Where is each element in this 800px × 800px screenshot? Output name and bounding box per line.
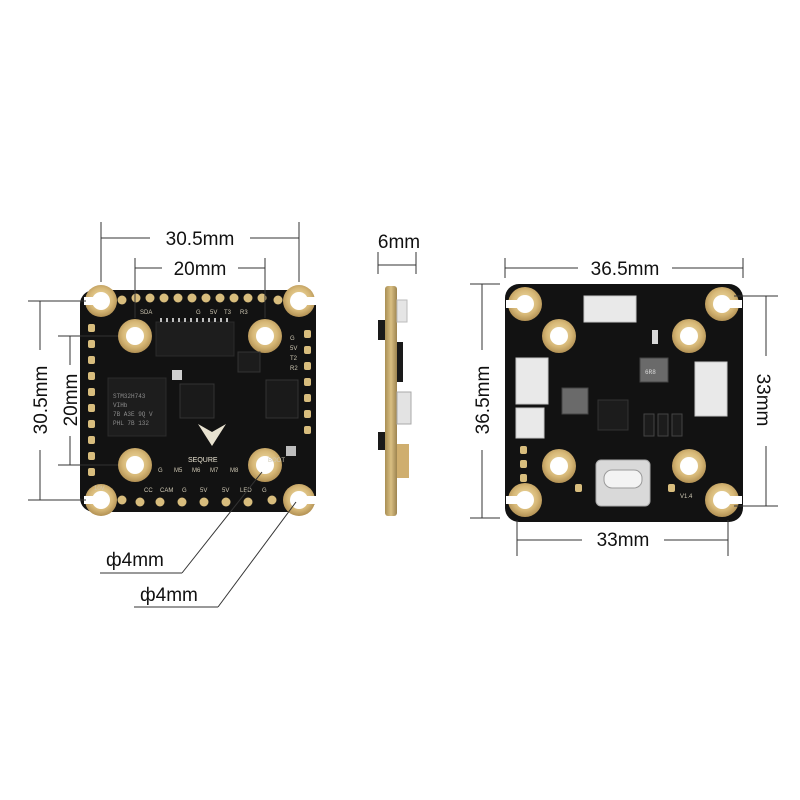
front-right-silk-labels: R2 T2 5V G [290, 336, 298, 372]
front-inner-hole-tr [248, 319, 282, 353]
side-pcb [385, 286, 397, 516]
front-width-outer-label: 30.5mm [166, 229, 235, 250]
front-top-silk-labels: SDA G 5V T3 R3 [140, 310, 248, 316]
pad-label: 5V [290, 346, 297, 352]
side-chip [397, 342, 403, 382]
back-mount-height-label: 33mm [752, 374, 773, 427]
small-component [652, 330, 658, 344]
front-top-pads [117, 293, 283, 305]
side-connector-mid [396, 391, 412, 425]
front-corner-hole-tl [84, 285, 117, 317]
brand-logo-icon [198, 424, 226, 446]
back-width-label: 36.5mm [591, 259, 660, 280]
side-dimensions: 6mm [377, 232, 420, 274]
back-inner-hole-br [672, 449, 706, 483]
mcu-label-1: STM32H743 [113, 393, 146, 400]
front-left-pads [88, 324, 95, 476]
back-inner-hole-tl [542, 319, 576, 353]
pad-label: M6 [192, 468, 201, 474]
left-pad-label: 10V [94, 486, 105, 492]
pad-label: T2 [290, 356, 298, 362]
front-dimensions: 30.5mm 20mm 30.5mm 20mm ф4mm ф4mm [28, 222, 300, 608]
mosfet [657, 413, 669, 437]
back-corner-hole-tr [705, 287, 742, 321]
back-inner-hole-tr [672, 319, 706, 353]
mcu-label-2: VIHb [113, 402, 128, 409]
front-board: STM32H743 VIHb 7B A3E 9Q V PHL 7B 132 SE… [80, 285, 316, 516]
side-usb [397, 444, 409, 478]
pad-label: G [182, 488, 187, 494]
pad-label: CC [144, 488, 153, 494]
front-bottom-pads [117, 495, 277, 507]
hole-large-label: ф4mm [106, 550, 164, 571]
osd-chip [155, 321, 235, 357]
boot-label: BOOT [268, 458, 285, 464]
connector-right [694, 361, 728, 417]
pad-label: M7 [210, 468, 219, 474]
back-corner-hole-br [705, 483, 742, 517]
brand-label: SEQURE [188, 457, 218, 464]
pad-label: SDA [140, 310, 152, 316]
front-bottom-silk-labels: CC CAM G 5V 5V LED G G M5 M6 M7 M8 [144, 468, 267, 494]
small-component [172, 370, 182, 380]
back-height-label: 36.5mm [473, 366, 494, 435]
connector-left [515, 357, 549, 405]
mcu-label-3: 7B A3E 9Q V [113, 411, 153, 418]
side-board [378, 286, 412, 516]
pad-label: M8 [230, 468, 239, 474]
front-corner-hole-tr [283, 285, 316, 317]
side-bottom-part [378, 320, 385, 340]
pad-label: T3 [224, 310, 232, 316]
inductor-6r8 [639, 357, 669, 383]
back-board: 6R8 V1.4 [505, 284, 743, 522]
hole-small-label: ф4mm [140, 585, 198, 606]
side-thickness-label: 6mm [378, 232, 420, 253]
pad-label: 5V [210, 310, 217, 316]
connector-left-2 [515, 407, 545, 439]
back-mount-width-label: 33mm [597, 530, 650, 551]
pad-label: G [158, 468, 163, 474]
front-inner-hole-tl [118, 319, 152, 353]
pad-label: CAM [160, 488, 173, 494]
pad-label: LED [240, 488, 252, 494]
connector-top [583, 295, 637, 323]
back-pads [520, 446, 675, 492]
version-label: V1.4 [680, 494, 693, 500]
boot-button [286, 446, 296, 456]
pad-label: M5 [174, 468, 183, 474]
front-right-pads [304, 330, 311, 434]
front-height-inner-label: 20mm [61, 374, 82, 427]
gyro-chip [179, 383, 215, 419]
back-corner-hole-tl [506, 287, 542, 321]
side-bottom-part [378, 432, 385, 450]
regulator-chip [237, 351, 261, 373]
regulator-chip-back [597, 399, 629, 431]
front-inner-hole-br [248, 448, 282, 482]
pad-label: 5V [200, 488, 207, 494]
mosfet [671, 413, 683, 437]
pad-label: R2 [290, 366, 298, 372]
mcu-chip [107, 377, 167, 437]
front-corner-hole-bl [84, 484, 117, 516]
back-corner-hole-bl [506, 483, 542, 517]
pad-label: G [196, 310, 201, 316]
inductor-label: 6R8 [645, 369, 656, 376]
back-inner-hole-bl [542, 449, 576, 483]
mcu-label-4: PHL 7B 132 [113, 420, 149, 427]
mosfet [643, 413, 655, 437]
side-connector-top [396, 299, 408, 323]
front-width-inner-label: 20mm [174, 259, 227, 280]
front-height-outer-label: 30.5mm [31, 366, 52, 435]
osd-chip-pins [160, 318, 228, 322]
inductor-chip [561, 387, 589, 415]
pad-label: G [290, 336, 295, 342]
front-inner-hole-bl [118, 448, 152, 482]
pad-label: G [262, 488, 267, 494]
back-dimensions: 36.5mm 36.5mm 33mm 33mm [470, 258, 778, 556]
pad-label: 5V [222, 488, 229, 494]
flash-chip [265, 379, 299, 419]
pad-label: R3 [240, 310, 248, 316]
